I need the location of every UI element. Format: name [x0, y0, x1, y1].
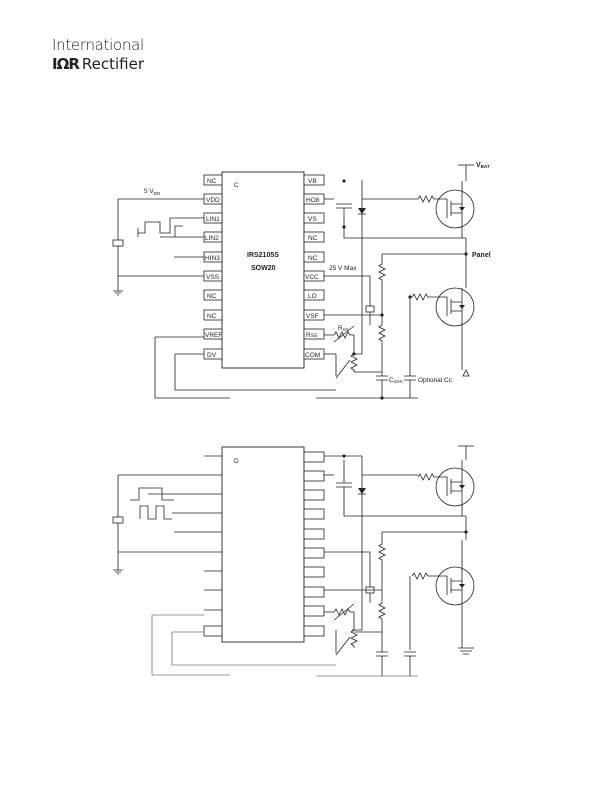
pin-r4: NC: [303, 231, 325, 243]
mosfet-high-1: [417, 181, 475, 238]
svg-text:HO8: HO8: [306, 197, 320, 204]
pin1-mark-2: D: [234, 458, 239, 465]
svg-text:NC: NC: [308, 235, 318, 242]
panel-label: Panel: [472, 252, 491, 259]
ic-body-1: [221, 171, 305, 369]
company-logo: International IΩR Rectifier: [52, 36, 144, 73]
optional-cc-label: Optional Cc: [418, 377, 453, 384]
svg-text:NC: NC: [207, 178, 217, 185]
pin-l9: VREF: [203, 328, 223, 340]
svg-text:NC: NC: [207, 313, 217, 320]
svg-text:NC: NC: [308, 255, 318, 262]
battery-symbol: [112, 239, 124, 247]
pin-l8: NC: [203, 309, 223, 321]
pin-l6: VSS: [203, 270, 223, 282]
svg-text:LIN1: LIN1: [206, 216, 220, 223]
pin-l7: NC: [203, 289, 223, 301]
pin-l2: VDD: [203, 193, 223, 205]
svg-text:VSS: VSS: [206, 274, 220, 281]
svg-text:VCC: VCC: [305, 274, 319, 281]
right-wiring-1: VBAT Panel: [316, 162, 491, 400]
right-wiring-2: [316, 445, 475, 677]
svg-text:HIN3: HIN3: [205, 255, 220, 262]
chip-package: SOW20: [251, 265, 276, 272]
diagram-2: D: [112, 445, 475, 677]
pin-r10: COM: [303, 348, 325, 360]
pin-r5: NC: [303, 251, 325, 263]
css-label: CSSS: [389, 377, 403, 384]
right-pins-1: VB HO8 VS NC NC VCC LO VSF Rss COM: [303, 174, 325, 360]
ic-body-2: [221, 446, 305, 643]
pin-l3: LIN1: [203, 212, 223, 224]
svg-text:LIN2: LIN2: [205, 235, 219, 242]
pin-r1: VB: [303, 174, 325, 186]
svg-text:VSF: VSF: [306, 313, 319, 320]
pin-r9: Rss: [303, 328, 325, 340]
pin-r7: LO: [303, 289, 325, 301]
pin-r2: HO8: [303, 193, 325, 205]
mosfet-low-1: [411, 287, 475, 370]
pin-r6: VCC: [303, 270, 325, 282]
vdd-label: 5 VDD: [144, 188, 161, 196]
left-stubs-2: [203, 455, 223, 637]
svg-text:VREF: VREF: [205, 332, 222, 339]
mosfet-high-2: [417, 460, 475, 516]
right-pins-2: [303, 451, 325, 637]
logo-rectifier: Rectifier: [81, 55, 145, 73]
chip-name: IRS2105S: [247, 252, 279, 259]
left-wiring-1: 5 VDD: [112, 188, 336, 399]
svg-text:NC: NC: [207, 293, 217, 300]
vbat-label: VBAT: [476, 162, 490, 169]
logo-line-1: International: [52, 36, 144, 54]
pin-l5: HIN3: [203, 251, 223, 263]
pin-r3: VS: [303, 212, 325, 224]
svg-text:DV: DV: [207, 352, 217, 359]
svg-text:VS: VS: [308, 216, 317, 223]
diagram-1: C IRS2105S SOW20 NC VDD LIN1 LIN2 HIN3 V…: [112, 162, 491, 400]
logo-line-2: IΩR Rectifier: [52, 55, 144, 73]
svg-text:Rss: Rss: [306, 332, 318, 339]
svg-text:LO: LO: [308, 293, 317, 300]
vcc-cap: [365, 305, 375, 313]
svg-text:VB: VB: [308, 178, 317, 185]
vcc-max-label: 25 V Max: [329, 265, 357, 272]
logo-mark: IΩR: [52, 55, 80, 73]
rss-label: RSS: [338, 325, 349, 332]
pin-r8: VSF: [303, 309, 325, 321]
svg-text:VDD: VDD: [206, 197, 220, 204]
left-pins-1: NC VDD LIN1 LIN2 HIN3 VSS NC NC VREF DV: [203, 174, 223, 360]
pin1-mark-1: C: [234, 182, 239, 189]
mosfet-low-2: [411, 540, 475, 648]
pin-l1: NC: [203, 174, 223, 186]
pin-l10: DV: [203, 348, 223, 360]
svg-text:COM: COM: [305, 352, 320, 359]
left-wiring-2: [112, 474, 336, 676]
pin-l4: LIN2: [203, 231, 223, 243]
